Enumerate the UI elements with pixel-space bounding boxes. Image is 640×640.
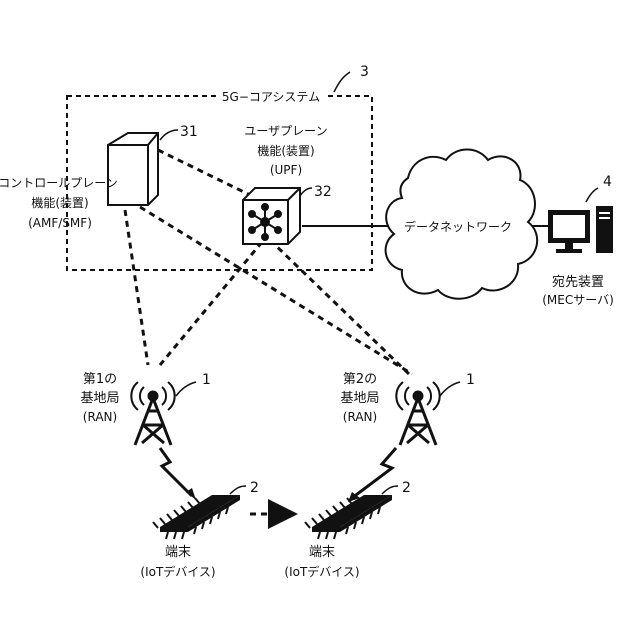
computer-icon	[548, 206, 613, 253]
bs2-label-line2: 基地局	[340, 391, 379, 406]
chip-icon-1	[153, 495, 240, 539]
bs1-label-line2: 基地局	[80, 391, 119, 406]
core-system-title: 5G−コアシステム	[222, 90, 320, 104]
bs2-ref-leader	[440, 382, 460, 396]
control-plane-ref-number: 31	[180, 124, 198, 140]
destination-ref-number: 4	[603, 174, 612, 190]
dashed-links	[125, 150, 412, 375]
control-plane-ref-leader	[160, 130, 178, 140]
core-ref-leader	[334, 72, 350, 92]
terminal2-ref-leader	[382, 486, 398, 494]
bs2-ref-number: 1	[466, 372, 475, 388]
bs1-label-line3: (RAN)	[83, 410, 117, 424]
link-control-to-upf	[158, 150, 250, 195]
terminal1-ref-number: 2	[250, 480, 259, 496]
data-network-label: データネットワーク	[404, 219, 512, 234]
bs2-label-line1: 第2の	[343, 372, 377, 387]
terminal1-ref-leader	[230, 486, 246, 494]
core-ref-number: 3	[360, 64, 369, 80]
terminal1-label-line1: 端末	[165, 545, 191, 560]
link-control-to-bs1	[125, 210, 148, 365]
antenna-tower-icon-1	[131, 382, 174, 445]
bs2-label-line3: (RAN)	[343, 410, 377, 424]
destination-label-line1: 宛先装置	[552, 275, 604, 290]
upf-ref-leader	[300, 188, 312, 196]
upf-ref-number: 32	[314, 184, 332, 200]
antenna-tower-icon-2	[396, 382, 439, 445]
upf-label-line2: 機能(装置)	[257, 143, 314, 158]
bs1-ref-number: 1	[202, 372, 211, 388]
wireless-link-1	[160, 448, 192, 496]
bs1-ref-leader	[176, 382, 196, 396]
bs1-label-line1: 第1の	[83, 372, 117, 387]
upf-label-line3: (UPF)	[270, 163, 302, 177]
link-upf-to-bs1	[160, 242, 262, 365]
control-plane-label-line2: 機能(装置)	[31, 195, 88, 210]
wireless-link-2	[352, 448, 396, 498]
control-plane-device	[108, 133, 158, 205]
destination-ref-leader	[586, 188, 598, 202]
terminal2-ref-number: 2	[402, 480, 411, 496]
control-plane-label-line1: コントロールプレーン	[0, 176, 118, 190]
terminal2-label-line1: 端末	[309, 545, 335, 560]
upf-label-line1: ユーザプレーン	[244, 124, 327, 138]
terminal2-label-line2: (IoTデバイス)	[284, 564, 359, 579]
control-plane-label-line3: (AMF/SMF)	[28, 216, 92, 230]
terminal1-label-line2: (IoTデバイス)	[140, 564, 215, 579]
destination-label-line2: (MECサーバ)	[542, 293, 614, 307]
